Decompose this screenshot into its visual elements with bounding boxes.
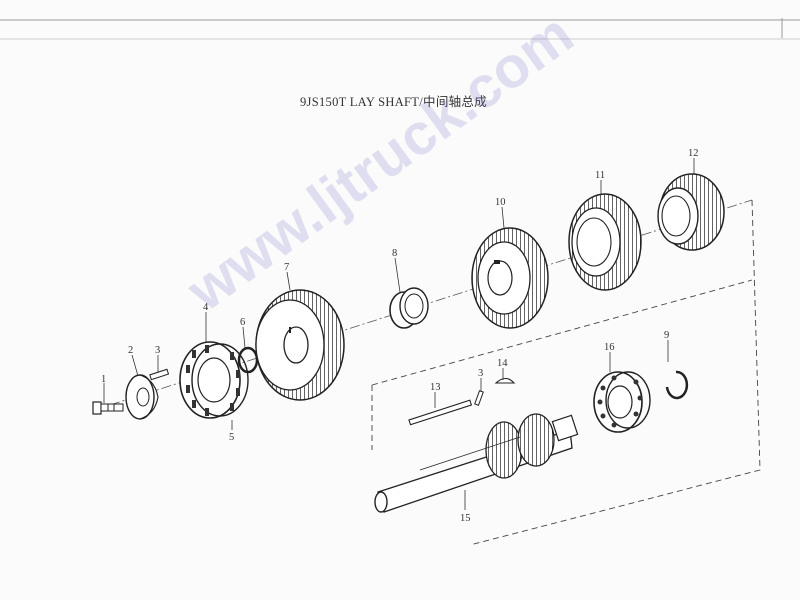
callout-12: 12 — [688, 148, 699, 159]
callout-8: 8 — [392, 248, 397, 259]
callout-6: 6 — [240, 317, 245, 328]
part-1-bolt — [92, 401, 124, 415]
assembly-boundary-top — [371, 279, 753, 386]
callout-1: 1 — [101, 374, 106, 385]
callout-3-lower: 3 — [478, 368, 483, 379]
callout-14: 14 — [497, 358, 508, 369]
part-3-pin-lower — [474, 390, 484, 406]
callout-5: 5 — [229, 432, 234, 443]
callout-labels: 1 2 3 4 5 6 7 8 10 11 12 13 3 14 15 16 9 — [101, 148, 699, 524]
leader-lines — [103, 158, 695, 510]
callout-16: 16 — [604, 342, 615, 353]
assembly-boundary-right — [469, 199, 761, 546]
callout-11: 11 — [595, 170, 605, 181]
callout-3: 3 — [155, 345, 160, 356]
part-6-snap-ring — [237, 346, 259, 374]
part-13-key — [408, 399, 473, 426]
part-14-woodruff-key — [494, 377, 516, 384]
callout-15: 15 — [460, 513, 471, 524]
part-8-spacer-sleeve — [389, 287, 429, 329]
part-9-snap-ring — [665, 370, 689, 400]
part-3-dowel-pin — [149, 368, 170, 381]
part-16-bearing — [593, 371, 651, 433]
callout-4: 4 — [203, 302, 209, 313]
callout-10: 10 — [495, 197, 506, 208]
part-15-countershaft — [374, 413, 579, 513]
part-11-gear — [568, 193, 642, 291]
callout-13: 13 — [430, 382, 441, 393]
callout-2: 2 — [128, 345, 133, 356]
callout-9: 9 — [664, 330, 669, 341]
callout-7: 7 — [284, 262, 289, 273]
part-4-roller-bearing — [179, 341, 249, 419]
part-10-gear — [471, 227, 549, 329]
part-2-end-plate — [125, 374, 159, 420]
drawing-title: 9JS150T LAY SHAFT/中间轴总成 — [300, 95, 488, 109]
part-7-drive-gear — [255, 289, 345, 401]
part-12-gear — [657, 173, 725, 251]
